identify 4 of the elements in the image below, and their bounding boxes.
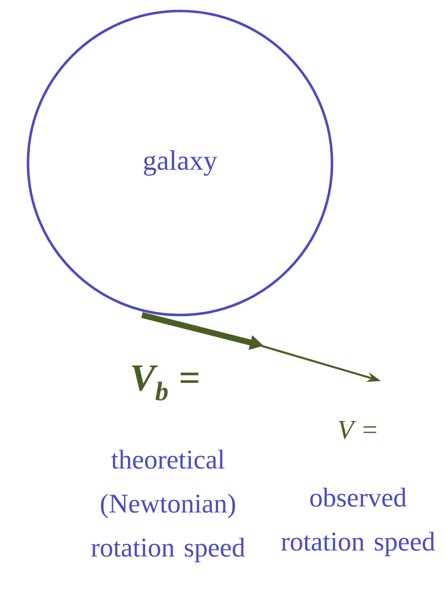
formula-label: V =	[338, 420, 376, 440]
text-label: theoretical (Newtonian) rotation speed	[91, 450, 245, 562]
text-label: observed rotation speed	[281, 488, 435, 556]
formula-label: V$_{b}$ =	[132, 365, 198, 401]
